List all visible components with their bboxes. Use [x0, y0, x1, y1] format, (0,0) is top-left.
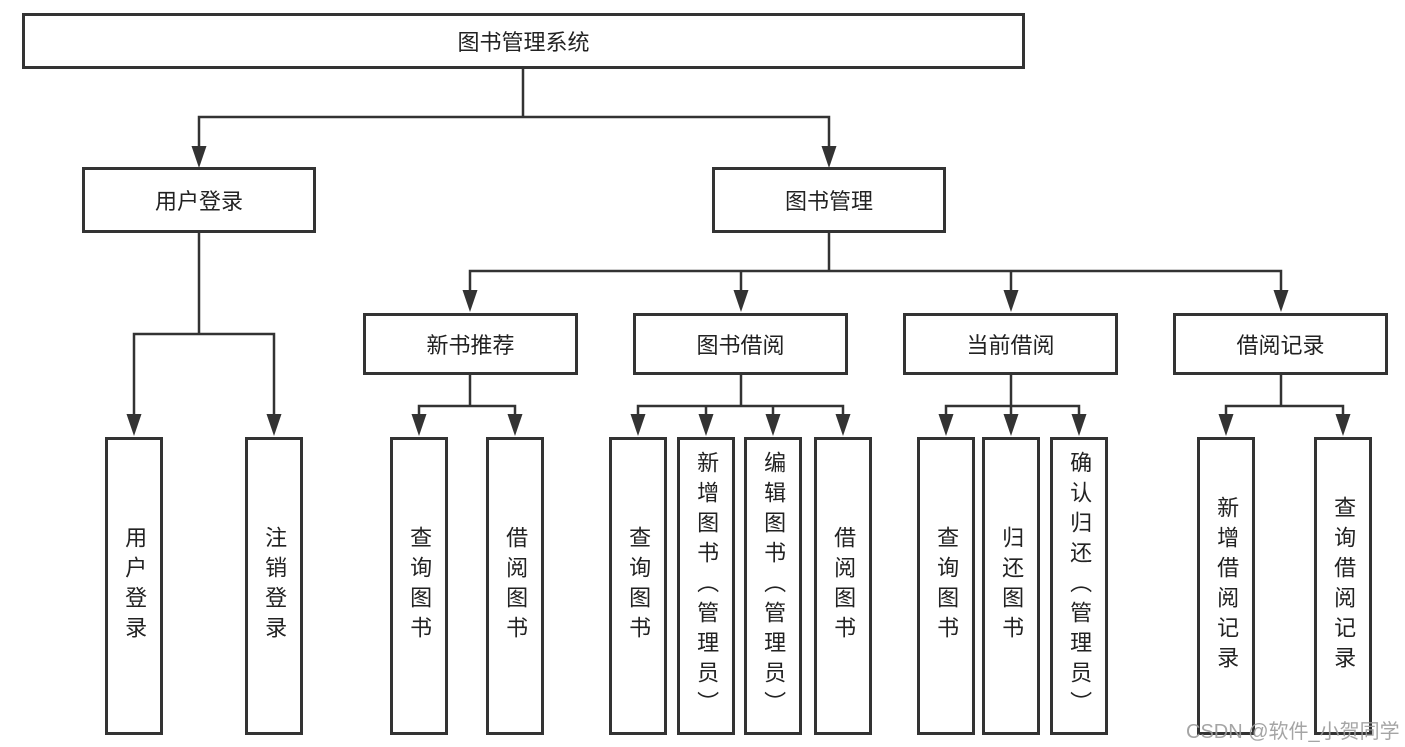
- node-add-books-admin-label: 新增图书（管理员）: [694, 451, 720, 721]
- node-confirm-return-admin: 确认归还（管理员）: [1050, 437, 1108, 735]
- node-add-books-admin: 新增图书（管理员）: [677, 437, 735, 735]
- node-edit-books-admin: 编辑图书（管理员）: [744, 437, 802, 735]
- node-user-login-leaf: 用户登录: [105, 437, 163, 735]
- node-borrow-books-recommend-label: 借阅图书: [503, 526, 529, 646]
- node-edit-books-admin-label: 编辑图书（管理员）: [761, 451, 787, 721]
- node-query-books-borrow-label: 查询图书: [626, 526, 652, 646]
- node-new-book-recommend-label: 新书推荐: [426, 333, 515, 358]
- node-user-login-leaf-label: 用户登录: [122, 526, 148, 646]
- node-book-management-module-label: 图书管理: [784, 189, 873, 214]
- node-query-books-recommend-label: 查询图书: [407, 526, 433, 646]
- node-book-borrow: 图书借阅: [633, 313, 848, 375]
- node-add-borrow-record: 新增借阅记录: [1197, 437, 1255, 735]
- node-user-login-module: 用户登录: [82, 167, 316, 233]
- node-confirm-return-admin-label: 确认归还（管理员）: [1067, 451, 1093, 721]
- node-logout-label: 注销登录: [262, 526, 288, 646]
- node-query-books-borrow: 查询图书: [609, 437, 667, 735]
- node-query-books-recommend: 查询图书: [390, 437, 448, 735]
- node-query-books-current: 查询图书: [917, 437, 975, 735]
- node-return-books: 归还图书: [982, 437, 1040, 735]
- node-root-label: 图书管理系统: [457, 30, 590, 55]
- node-root: 图书管理系统: [22, 13, 1025, 69]
- node-current-borrow: 当前借阅: [903, 313, 1118, 375]
- node-borrow-records-label: 借阅记录: [1236, 333, 1325, 358]
- node-current-borrow-label: 当前借阅: [966, 333, 1055, 358]
- node-add-borrow-record-label: 新增借阅记录: [1214, 496, 1240, 676]
- node-return-books-label: 归还图书: [999, 526, 1025, 646]
- node-logout: 注销登录: [245, 437, 303, 735]
- node-new-book-recommend: 新书推荐: [363, 313, 578, 375]
- node-borrow-records: 借阅记录: [1173, 313, 1388, 375]
- node-user-login-module-label: 用户登录: [154, 189, 243, 214]
- node-borrow-books-recommend: 借阅图书: [486, 437, 544, 735]
- node-query-books-current-label: 查询图书: [934, 526, 960, 646]
- watermark: CSDN @软件_小贺同学: [1186, 721, 1400, 743]
- node-query-borrow-record: 查询借阅记录: [1314, 437, 1372, 735]
- node-book-management-module: 图书管理: [712, 167, 946, 233]
- node-borrow-books-label: 借阅图书: [831, 526, 857, 646]
- node-query-borrow-record-label: 查询借阅记录: [1331, 496, 1357, 676]
- node-book-borrow-label: 图书借阅: [696, 333, 785, 358]
- node-borrow-books: 借阅图书: [814, 437, 872, 735]
